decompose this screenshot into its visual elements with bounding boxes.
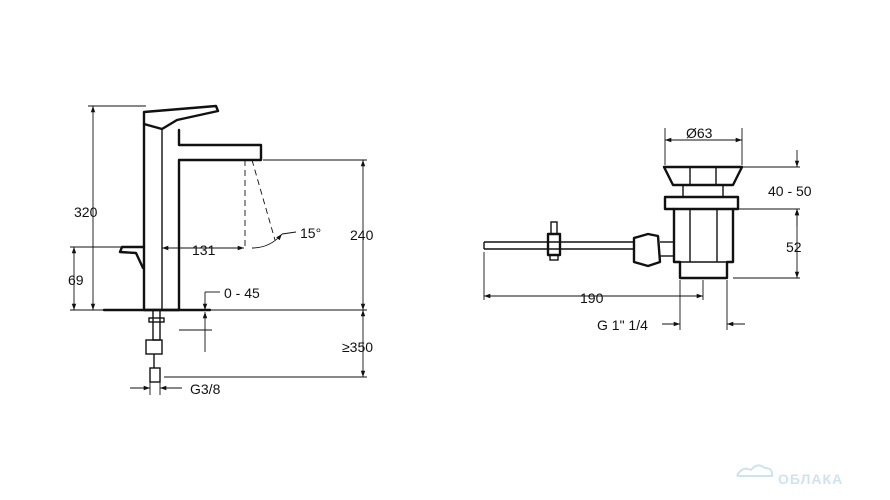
dim-spout-reach: 131 (192, 242, 216, 258)
watermark: ОБЛАКА (736, 464, 843, 487)
dim-diameter: Ø63 (686, 125, 713, 141)
valve-body (672, 207, 735, 280)
dim-hose-length: ≥350 (342, 339, 373, 355)
dim-adjust: 40 - 50 (768, 183, 812, 199)
cloud-logo-icon (736, 464, 774, 477)
dim-rod-length: 190 (580, 290, 604, 306)
dim-spout-height: 240 (350, 227, 374, 243)
jet-angled (251, 159, 276, 241)
waste-valve-drawing: Ø63 40 - 50 52 190 G 1" 1/4 (483, 125, 812, 333)
dim-height: 52 (786, 239, 802, 255)
dim-total-height: 320 (74, 204, 98, 220)
dim-connection: G3/8 (190, 381, 221, 397)
valve-flange (663, 195, 740, 211)
valve-cap (662, 165, 744, 187)
dim-thread: G 1" 1/4 (597, 317, 648, 333)
drain-lever (118, 245, 146, 270)
dim-lever-height: 69 (68, 272, 84, 288)
rod-clamp (546, 221, 562, 261)
dim-spout-angle: 15° (300, 225, 321, 241)
watermark-text: ОБЛАКА (778, 471, 843, 487)
hose-and-fixing (145, 309, 165, 383)
faucet-handle (142, 104, 220, 131)
valve-side-nut (632, 232, 662, 268)
faucet-drawing: 320 69 131 15° 240 0 - 45 ≥350 G3/8 (68, 104, 374, 397)
angle-arc (251, 233, 283, 249)
dim-deck-thickness: 0 - 45 (224, 285, 260, 301)
